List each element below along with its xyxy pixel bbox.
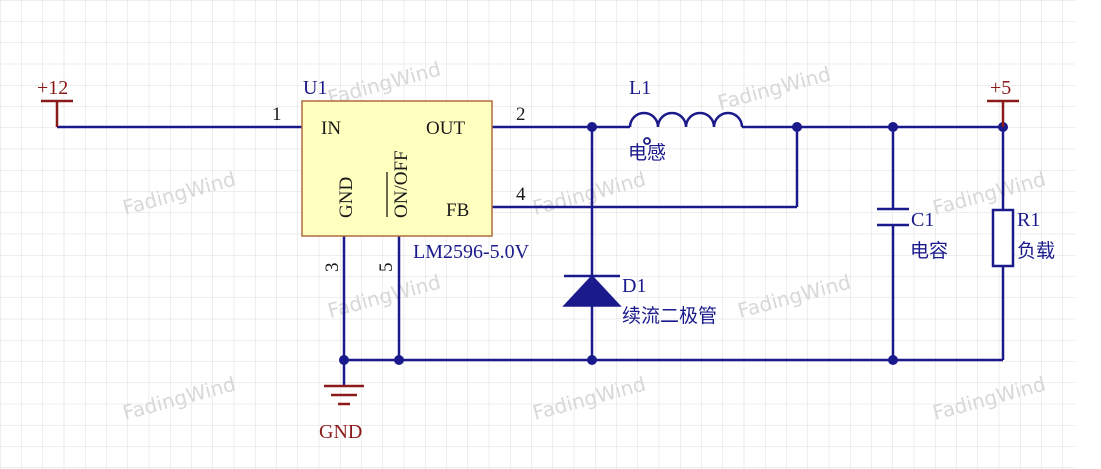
c1-label: 电容 xyxy=(910,240,948,262)
u1-designator: U1 xyxy=(303,77,327,99)
u1-pin-onoff-label: ON/OFF xyxy=(391,150,412,218)
power-port-plus5: +5 xyxy=(987,77,1019,127)
c1-designator: C1 xyxy=(911,209,934,231)
d1-diode: D1 续流二极管 xyxy=(562,274,717,327)
junctions xyxy=(339,122,1008,365)
u1-pin-num-4: 4 xyxy=(516,184,526,205)
power-label-plus12: +12 xyxy=(37,77,68,99)
u1-pin-num-2: 2 xyxy=(516,104,526,125)
u1-pin-gnd-label: GND xyxy=(336,177,357,218)
r1-resistor: R1 负载 xyxy=(991,208,1055,268)
u1-pin-num-5: 5 xyxy=(376,263,397,273)
c1-capacitor: C1 电容 xyxy=(877,207,948,262)
power-label-plus5: +5 xyxy=(990,77,1011,99)
l1-designator: L1 xyxy=(629,77,651,99)
u1-pin-num-1: 1 xyxy=(272,104,282,125)
grid-background xyxy=(0,0,1075,469)
ground-label: GND xyxy=(319,421,362,443)
u1-part: LM2596-5.0V xyxy=(413,241,530,263)
l1-dot-marker xyxy=(643,137,651,145)
u1-regulator: U1 LM2596-5.0V IN OUT FB GND ON/OFF 1 2 … xyxy=(272,77,530,272)
u1-pin-fb-label: FB xyxy=(446,200,469,221)
u1-body xyxy=(301,100,493,237)
d1-triangle xyxy=(562,274,622,307)
d1-designator: D1 xyxy=(622,275,646,297)
r1-label: 负载 xyxy=(1017,240,1055,262)
u1-pin-out-label: OUT xyxy=(426,118,465,139)
l1-inductor: L1 电感 xyxy=(628,77,744,164)
u1-pin-in-label: IN xyxy=(321,118,341,139)
u1-pin-num-3: 3 xyxy=(322,263,343,273)
r1-body xyxy=(991,208,1015,268)
ground-symbol: GND xyxy=(319,384,364,443)
r1-designator: R1 xyxy=(1017,209,1040,231)
l1-label: 电感 xyxy=(628,142,666,164)
d1-label: 续流二极管 xyxy=(622,305,717,327)
power-port-plus12: +12 xyxy=(37,77,73,127)
